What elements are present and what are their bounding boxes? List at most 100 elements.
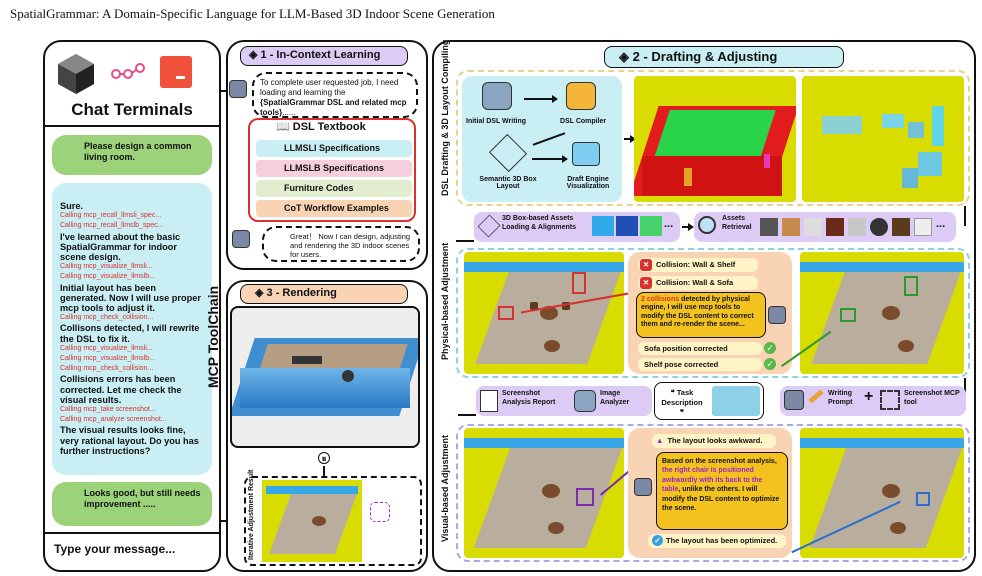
chat-divider [45,125,219,127]
rendering-title: ◈ 3 - Rendering [240,284,408,304]
check-icon: ✓ [764,342,776,354]
compiler-icon [566,82,596,110]
visual-label: Visual-based Adjustment [440,434,450,542]
flow-arrow [682,223,694,231]
ellipsis: ... [664,218,674,230]
task-label: ❝ Task Description ❞ [661,388,703,417]
box-layout-scene [802,76,964,202]
iterative-result-box [244,476,422,566]
asset-thumb [804,218,822,236]
assistant-corrected: Collisions errors has been corrected. Le… [60,374,182,405]
ellipsis: ... [936,218,946,230]
awkward-item: ▲The layout looks awkward. [652,434,776,448]
flow-arrow [964,206,966,226]
physical-row-box [456,248,970,378]
asset-thumb [914,218,932,236]
tool-call-line: Calling mcp_check_collision... [60,365,154,373]
iterative-scene [262,480,362,562]
drafting-title: ◈ 2 - Drafting & Adjusting [604,46,844,68]
user-message-2: Looks good, but still needs improvement … [52,482,212,526]
screenshot-icon [880,390,900,410]
report-label: Screenshot Analysis Report [502,390,556,406]
tool-call-line: Calling mcp_visualize_llmslb... [60,273,155,281]
mcp-toolchain-label: MCP ToolChain [205,285,221,388]
assets-retrieval-bar [694,212,956,242]
icl-reply-bubble: Great！ Now I can design, adjusting and r… [262,226,420,262]
icl-request-bubble: To complete user requested job, I need l… [252,72,418,118]
task-thumb [712,386,760,416]
asset-thumb [782,218,800,236]
icl-item-llmslb: LLMSLB Specifications [256,160,412,177]
bot-avatar-icon [229,80,247,98]
tool-call-line: Calling mcp_check_collision... [60,314,154,322]
asset-thumb [870,218,888,236]
iterative-label: Iterative Adjustment Result [248,469,255,560]
asset-thumb [640,216,662,236]
render-preview [230,306,420,448]
writing-label: Writing Prompt [828,390,853,406]
tool-call-line: Calling mcp_recall_llmsli_spec... [60,212,162,220]
logo-nodes-icon [110,62,146,82]
collision-report: 2 collisions detected by physical engine… [636,292,766,338]
icl-item-llmsli: LLMSLI Specifications [256,140,412,157]
report-bar [476,386,652,416]
plus-sign: + [864,388,874,405]
draft-engine-label: Draft Engine Visualization [566,176,610,190]
icl-item-furniture: Furniture Codes [256,180,412,197]
app-logos [58,52,208,96]
optimized-item: ✓The layout has been optimized. [648,534,786,548]
assistant-initial: Initial layout has been generated. Now I… [60,282,201,314]
assets-loading-label: 3D Box-based Assets Loading & Alignments [502,215,577,231]
tool-call-line: Calling mcp_analyze screenshot... [60,416,167,424]
logo-cube-icon [58,54,94,94]
flow-arrow [458,414,476,416]
visual-analysis-report: Based on the screenshot analysis, the ri… [656,452,788,530]
chat-title: Chat Terminals [71,100,193,119]
collision-item-2: ✕Collision: Wall & Sofa [638,276,758,290]
row1-label: DSL Drafting & 3D Layout Compiling [440,39,450,196]
semantic-layout-label: Semantic 3D Box Layout [479,176,537,190]
flow-arrow [524,95,558,103]
scholar-bot-icon [232,230,250,248]
report-icon [480,390,498,412]
tool-call-line: Calling mcp_take screenshot... [60,406,156,414]
assets-retrieval-label: Assets Retrieval [722,215,752,231]
physical-scene-before [464,252,624,374]
flow-arrow [532,155,568,163]
robot-hand-icon [370,502,390,522]
logo-red-square-icon [160,56,192,88]
red-box-scene [634,76,796,202]
dsl-textbook-label: 📖 DSL Textbook [276,121,366,133]
engine-icon [572,142,600,166]
visual-row-box [456,424,970,562]
user-message-1: Please design a common living room. [52,135,212,175]
visual-scene-before [464,428,624,558]
tool-call-line: Calling mcp_visualize_llmslb... [60,355,155,363]
assistant-collision: Collisons detected, I will rewrite the D… [60,323,200,344]
initial-dsl-label: Initial DSL Writing [466,118,527,125]
check-icon: ✓ [764,358,776,370]
tool-call-line: Calling mcp_visualize_llmsli... [60,344,153,352]
analyzer-icon [574,390,596,412]
tool-call-line: Calling mcp_visualize_llmsli... [60,263,153,271]
page-header: SpatialGrammar: A Domain-Specific Langua… [10,6,495,21]
iteration-arrow [323,466,325,476]
visual-scene-after [800,428,964,558]
asset-thumb [760,218,778,236]
asset-thumb [592,216,614,236]
screenshot-label: Screenshot MCP tool [904,390,960,406]
message-input[interactable]: Type your message... [54,542,176,556]
asset-thumb [848,218,866,236]
assistant-sure: Sure. [60,201,83,211]
assistant-learned: I've learned about the basic SpatialGram… [60,231,181,263]
scholar-bot-icon [634,478,652,496]
physical-scene-after [800,252,964,374]
collision-item-1: ✕Collision: Wall & Shelf [638,258,758,272]
fix-item-1: Sofa position corrected [638,342,762,355]
tool-call-line: Calling mcp_recall_llmslb_spec... [60,222,164,230]
analyzer-label: Image Analyzer [600,390,630,406]
dsl-writer-icon [482,82,512,110]
bot-avatar-icon [784,390,804,410]
search-icon [698,216,716,234]
scholar-bot-icon [768,306,786,324]
